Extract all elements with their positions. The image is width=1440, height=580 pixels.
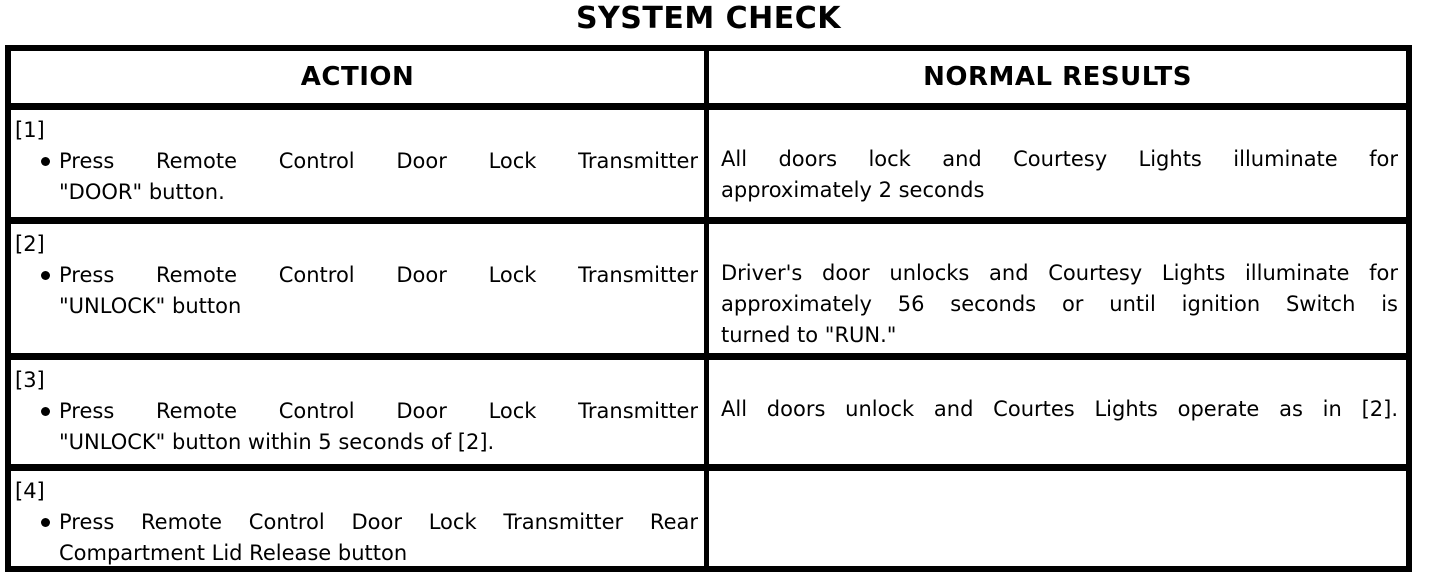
action-text: Press Remote Control Door Lock Transmitt… xyxy=(59,507,698,566)
action-cell: [1] Press Remote Control Door Lock Trans… xyxy=(11,110,709,217)
table-row: [2] Press Remote Control Door Lock Trans… xyxy=(11,217,1406,353)
table-row: [1] Press Remote Control Door Lock Trans… xyxy=(11,103,1406,217)
action-cell: [2] Press Remote Control Door Lock Trans… xyxy=(11,224,709,353)
result-cell: All doors lock and Courtesy Lights illum… xyxy=(709,110,1406,217)
action-text: Press Remote Control Door Lock Transmitt… xyxy=(59,396,698,458)
text-line: turned to "RUN." xyxy=(721,323,897,347)
system-check-table: ACTION NORMAL RESULTS [1] Press Remote C… xyxy=(5,45,1412,572)
text-line: approximately 2 seconds xyxy=(721,178,985,202)
table-row: [4] Press Remote Control Door Lock Trans… xyxy=(11,464,1406,566)
page-title: SYSTEM CHECK xyxy=(575,1,842,36)
text-line: "UNLOCK" button within 5 seconds of [2]. xyxy=(59,430,495,454)
text-line: All doors lock and Courtesy Lights illum… xyxy=(721,147,1398,171)
text-line: Press Remote Control Door Lock Transmitt… xyxy=(59,399,698,423)
table-row: [3] Press Remote Control Door Lock Trans… xyxy=(11,353,1406,464)
action-item: Press Remote Control Door Lock Transmitt… xyxy=(15,146,698,208)
action-item: Press Remote Control Door Lock Transmitt… xyxy=(15,507,698,566)
text-line: Press Remote Control Door Lock Transmitt… xyxy=(59,263,698,287)
action-item: Press Remote Control Door Lock Transmitt… xyxy=(15,396,698,458)
step-number: [4] xyxy=(15,479,45,503)
step-number: [3] xyxy=(15,368,45,392)
column-header-normal-results: NORMAL RESULTS xyxy=(923,62,1192,92)
result-cell: Driver's door unlocks and Courtesy Light… xyxy=(709,224,1406,353)
column-header-action: ACTION xyxy=(11,51,709,103)
step-number: [2] xyxy=(15,232,45,256)
action-text: Press Remote Control Door Lock Transmitt… xyxy=(59,146,698,208)
text-line: approximately 56 seconds or until igniti… xyxy=(721,292,1398,316)
action-item: Press Remote Control Door Lock Transmitt… xyxy=(15,260,698,322)
text-line: Press Remote Control Door Lock Transmitt… xyxy=(59,510,698,534)
result-text: All doors unlock and Courtes Lights oper… xyxy=(721,394,1398,425)
bullet-icon xyxy=(41,157,50,166)
step-number: [1] xyxy=(15,118,45,142)
text-line: Compartment Lid Release button xyxy=(59,541,408,565)
action-cell: [3] Press Remote Control Door Lock Trans… xyxy=(11,360,709,464)
text-line: Press Remote Control Door Lock Transmitt… xyxy=(59,149,698,173)
bullet-icon xyxy=(41,407,50,416)
action-cell: [4] Press Remote Control Door Lock Trans… xyxy=(11,471,709,566)
text-line: All doors unlock and Courtes Lights oper… xyxy=(721,397,1398,421)
result-cell-empty xyxy=(709,471,1406,566)
text-line: "UNLOCK" button xyxy=(59,294,242,318)
bullet-icon xyxy=(41,271,50,280)
text-line: "DOOR" button. xyxy=(59,180,225,204)
result-text: All doors lock and Courtesy Lights illum… xyxy=(721,144,1398,206)
table-header-row: ACTION NORMAL RESULTS xyxy=(11,51,1406,103)
text-line: Driver's door unlocks and Courtesy Light… xyxy=(721,261,1398,285)
result-cell: All doors unlock and Courtes Lights oper… xyxy=(709,360,1406,464)
result-text: Driver's door unlocks and Courtesy Light… xyxy=(721,258,1398,351)
action-text: Press Remote Control Door Lock Transmitt… xyxy=(59,260,698,322)
bullet-icon xyxy=(41,518,50,527)
